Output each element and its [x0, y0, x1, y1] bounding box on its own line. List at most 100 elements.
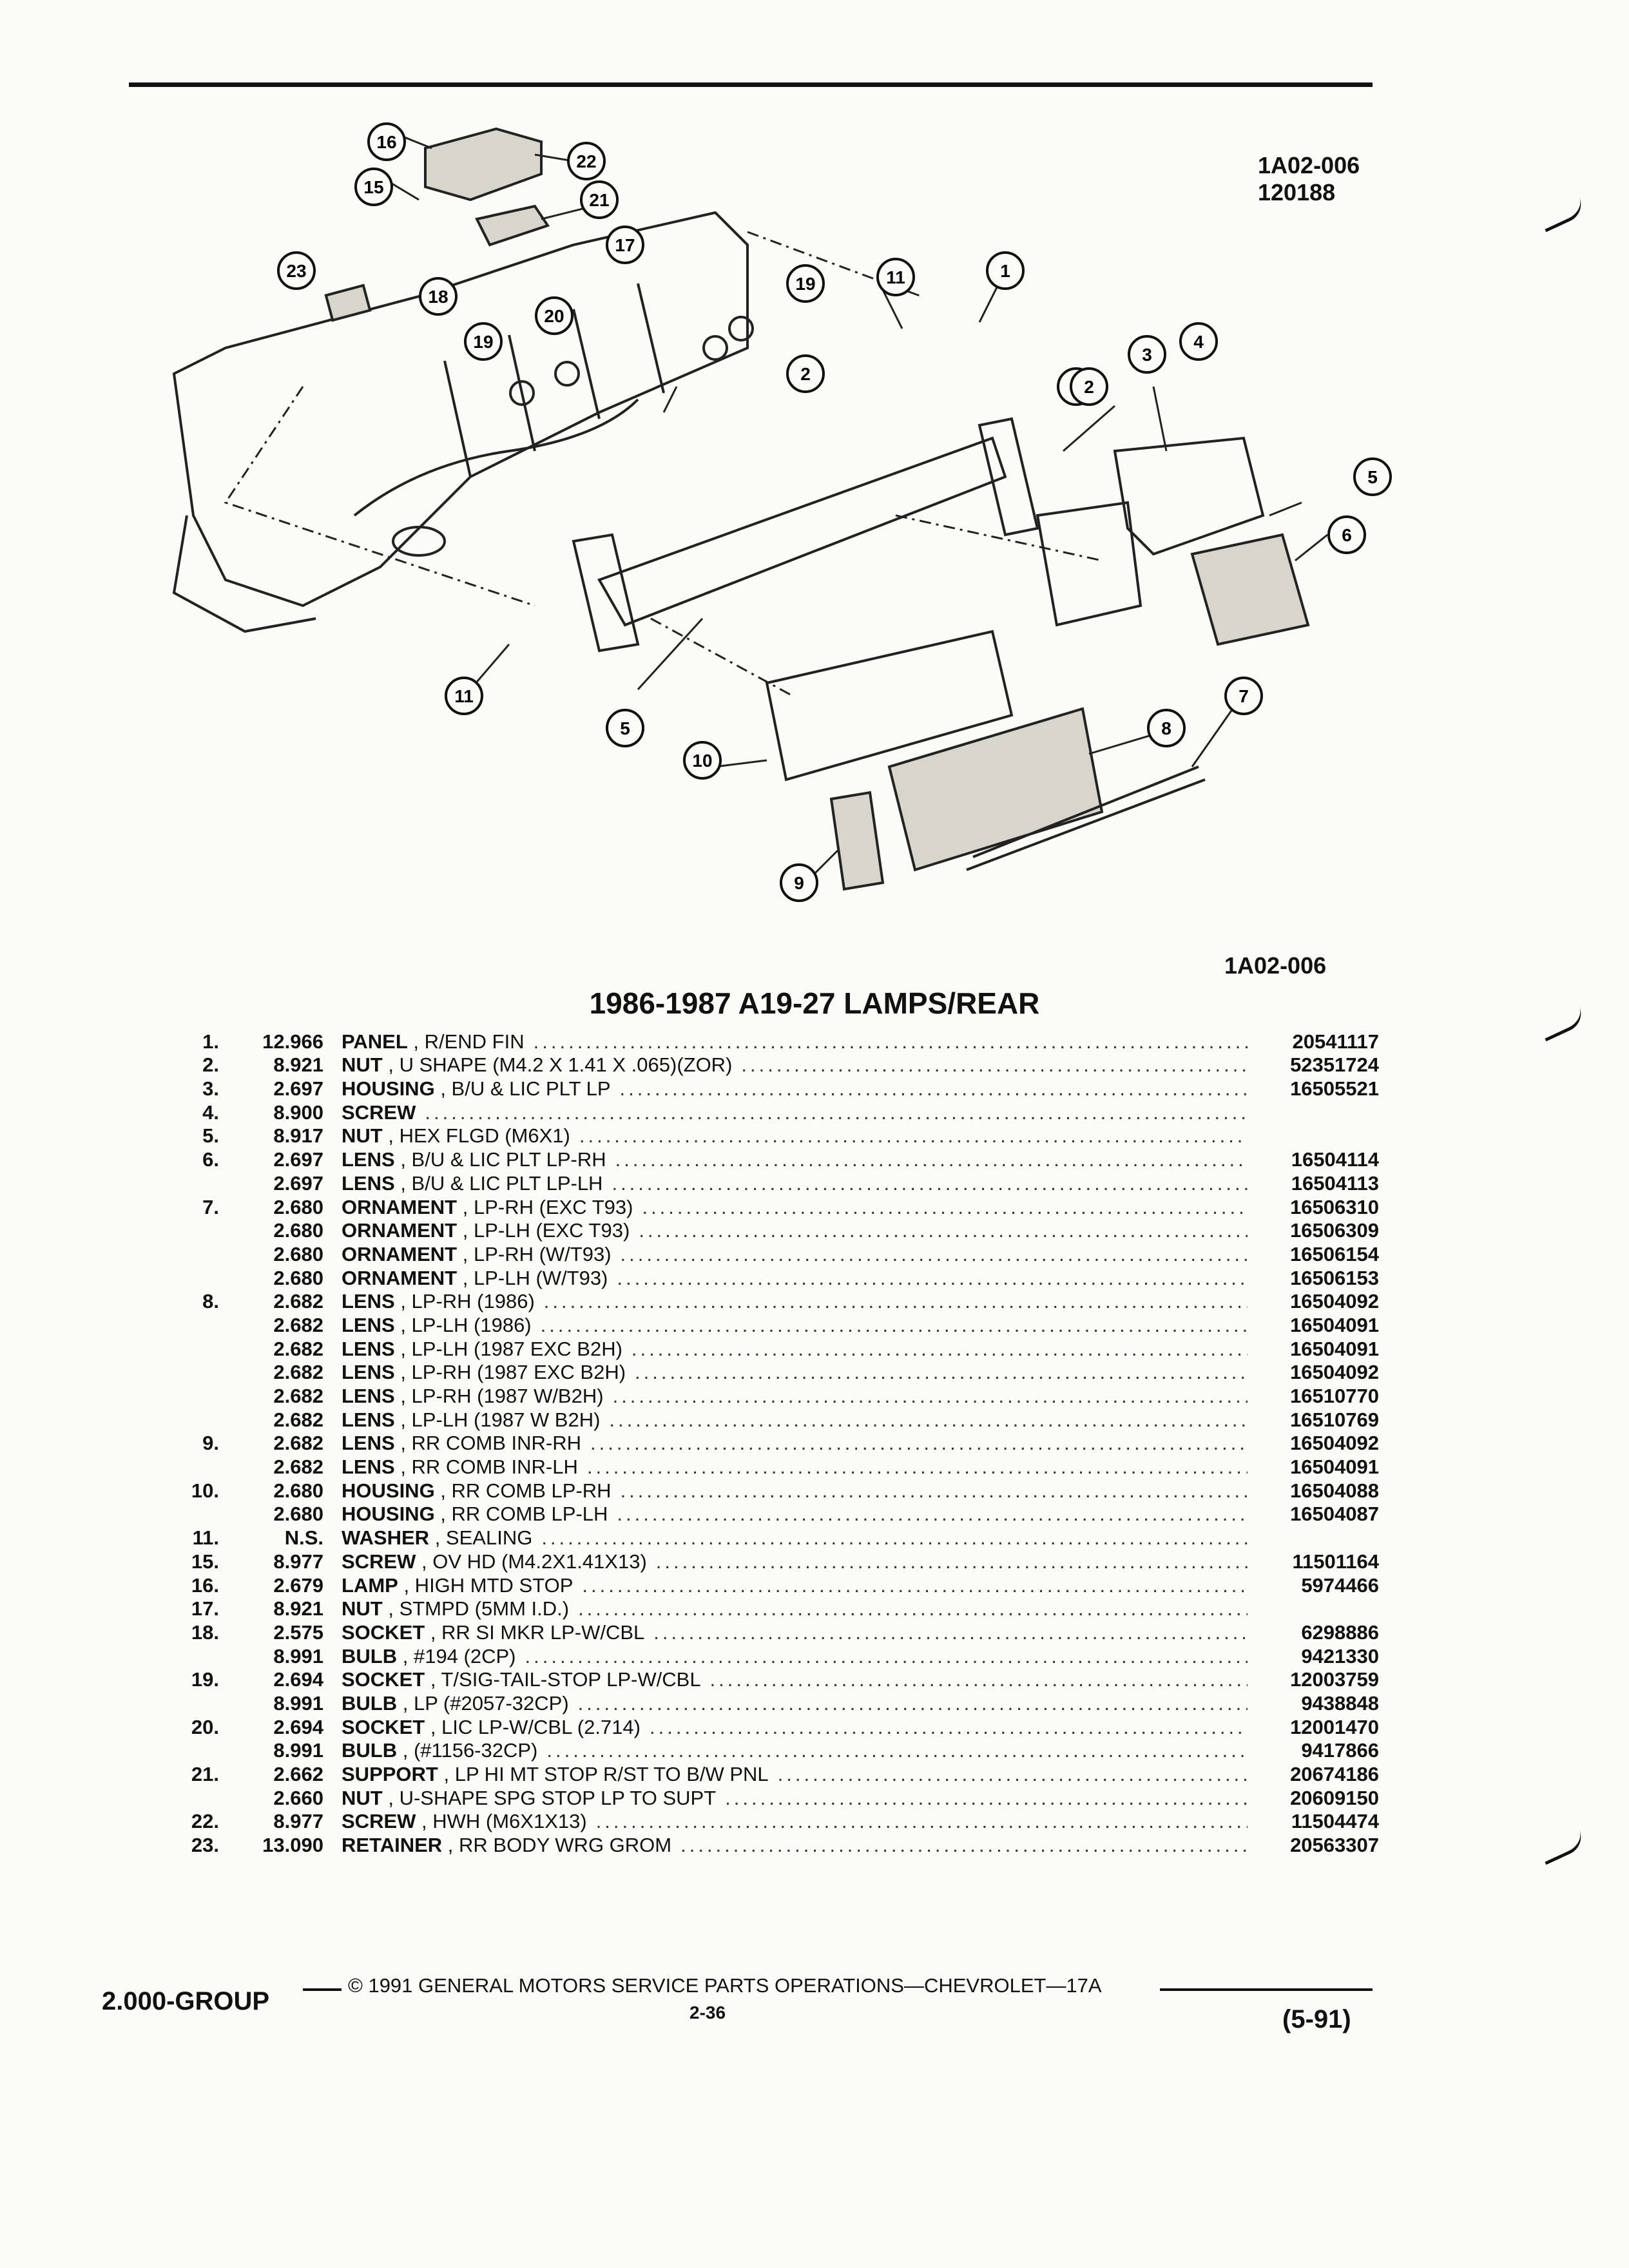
callout-bubble: 2 [786, 354, 825, 393]
part-number: 12003759 [1290, 1668, 1379, 1691]
leader-line [1088, 733, 1154, 755]
part-description: SCREW , OV HD (M4.2X1.41X13) [323, 1550, 647, 1573]
illustration-code-bottom: 1A02-006 [1224, 952, 1327, 979]
footer-rule-right [1160, 1988, 1373, 1991]
part-name: NUT [342, 1786, 383, 1809]
part-name: LENS [342, 1432, 395, 1455]
callout-circle [780, 863, 818, 902]
callout-circle [683, 741, 722, 780]
illustration-code: 1A02-006 [1258, 152, 1360, 178]
leader-line [811, 849, 839, 878]
item-number: 6. [202, 1148, 219, 1171]
leader-dots [617, 1267, 1248, 1290]
part-number: 16504091 [1290, 1456, 1379, 1479]
callout-circle [354, 168, 393, 206]
part-qualifier: , RR BODY WRG GROM [447, 1834, 672, 1857]
part-name: HOUSING [342, 1479, 435, 1502]
group-number: 8.977 [273, 1810, 323, 1833]
part-number: 16504088 [1290, 1479, 1379, 1502]
callout-bubble: 15 [354, 168, 393, 206]
part-description: SUPPORT , LP HI MT STOP R/ST TO B/W PNL [323, 1763, 769, 1786]
callout-number: 19 [795, 274, 815, 294]
part-qualifier: , STMPD (5MM I.D.) [388, 1597, 570, 1620]
parts-row: 11.N.S.WASHER , SEALING [174, 1526, 1379, 1550]
footer-copyright: © 1991 GENERAL MOTORS SERVICE PARTS OPER… [348, 1974, 1102, 1997]
group-number: 2.680 [273, 1266, 323, 1289]
alignment-line [895, 514, 1103, 562]
callout-circle [1224, 677, 1263, 715]
part-description: SCREW [323, 1101, 416, 1124]
part-name: LENS [342, 1361, 395, 1384]
leader-dots [615, 1148, 1248, 1171]
part-qualifier: , R/END FIN [413, 1030, 525, 1053]
part-name: ORNAMENT [342, 1266, 458, 1289]
part-name: ORNAMENT [342, 1219, 458, 1242]
item-number: 5. [202, 1124, 219, 1148]
leader-dots [425, 1101, 1248, 1124]
alignment-line [650, 617, 793, 697]
group-number: 2.662 [273, 1763, 323, 1785]
part-qualifier: , HIGH MTD STOP [403, 1573, 574, 1597]
part-qualifier: , RR COMB INR-LH [400, 1456, 578, 1479]
part-description: SOCKET , T/SIG-TAIL-STOP LP-W/CBL [323, 1668, 701, 1691]
part-description: LENS , LP-RH (1986) [323, 1290, 535, 1313]
part-qualifier: , B/U & LIC PLT LP [440, 1077, 611, 1100]
part-name: LENS [342, 1313, 395, 1336]
rear-combination-inner-lens [829, 791, 885, 891]
part-name: SOCKET [342, 1620, 425, 1644]
group-number: 2.682 [273, 1337, 323, 1360]
callout-circle [606, 226, 644, 264]
part-name: SCREW [342, 1550, 416, 1573]
part-qualifier: , HEX FLGD (M6X1) [388, 1124, 570, 1148]
callout-number: 23 [286, 261, 306, 281]
lamp-support-bracket [475, 204, 550, 247]
part-qualifier: , LIC LP-W/CBL (2.714) [430, 1715, 641, 1738]
callout-bubble: 22 [567, 142, 606, 180]
item-number: 7. [202, 1195, 219, 1218]
group-number: 2.694 [273, 1715, 323, 1738]
callout-bubble: 7 [1224, 677, 1263, 715]
part-description: HOUSING , B/U & LIC PLT LP [323, 1077, 611, 1100]
group-number: 2.680 [273, 1479, 323, 1502]
part-qualifier: , RR SI MKR LP-W/CBL [430, 1620, 645, 1644]
group-number: 2.680 [273, 1503, 323, 1526]
callout-number: 3 [1142, 345, 1152, 365]
part-name: ORNAMENT [342, 1195, 458, 1218]
item-number: 17. [191, 1597, 219, 1620]
part-qualifier: , U-SHAPE SPG STOP LP TO SUPT [388, 1786, 717, 1809]
part-number: 16504087 [1290, 1503, 1379, 1526]
part-qualifier: , LP HI MT STOP R/ST TO B/W PNL [443, 1763, 769, 1785]
part-name: BULB [342, 1739, 398, 1762]
callout-bubble: 9 [780, 863, 818, 902]
part-description: NUT , U-SHAPE SPG STOP LP TO SUPT [323, 1787, 716, 1810]
part-name: BULB [342, 1644, 398, 1667]
callout-bubble: 4 [1179, 322, 1218, 361]
leader-dots [631, 1338, 1248, 1361]
callout-number: 11 [454, 686, 474, 706]
backup-license-lens [1190, 533, 1310, 646]
leader-line [637, 617, 704, 691]
leader-dots [656, 1550, 1248, 1573]
item-number: 9. [202, 1432, 219, 1455]
part-qualifier: , (#1156-32CP) [402, 1739, 538, 1762]
callout-circle [986, 251, 1025, 290]
group-number: 2.660 [273, 1786, 323, 1809]
part-number: 16510770 [1290, 1385, 1379, 1407]
part-name: LENS [342, 1456, 395, 1479]
callout-circle [464, 322, 503, 361]
leader-dots [582, 1574, 1248, 1597]
group-number: N.S. [284, 1526, 323, 1550]
part-number: 16504092 [1290, 1290, 1379, 1313]
